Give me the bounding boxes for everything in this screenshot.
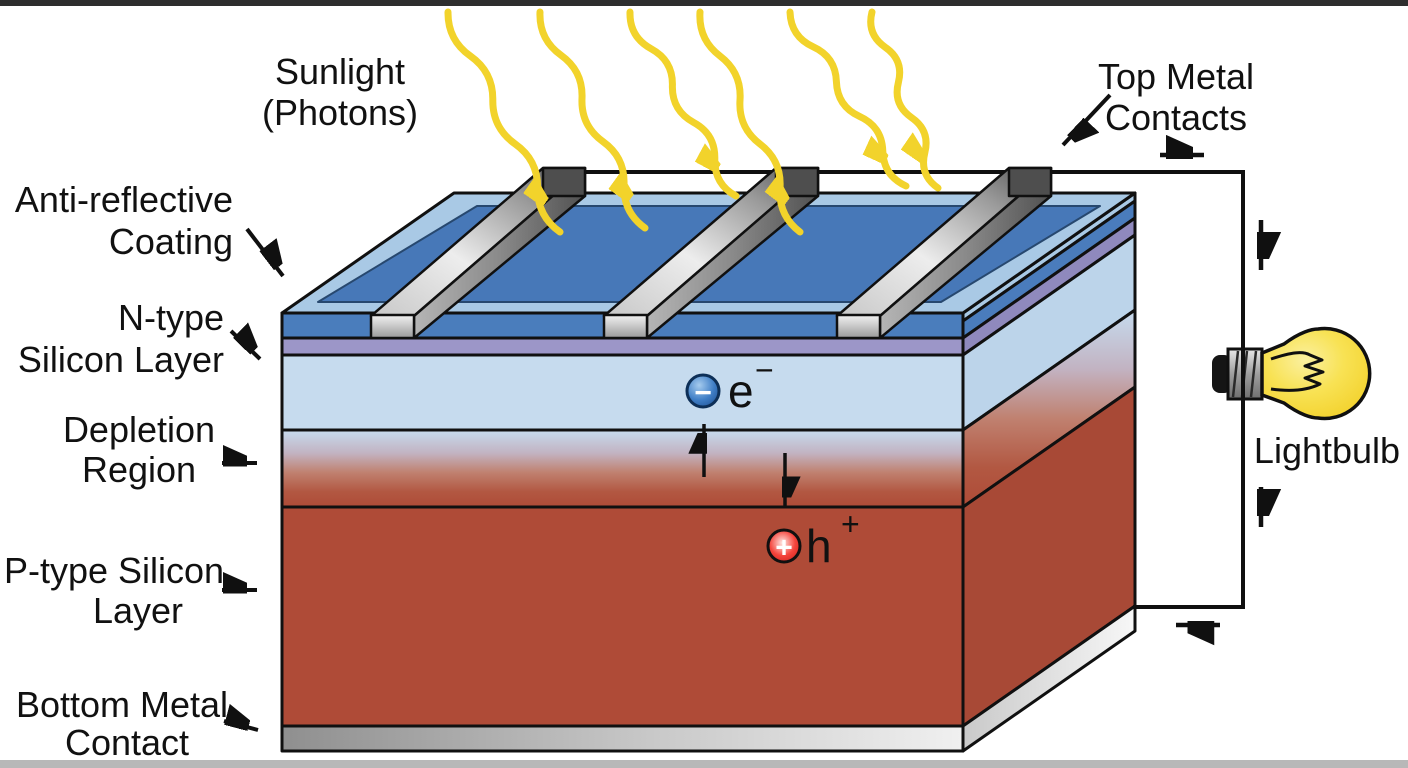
hole-charge-sign: + [841,506,860,542]
bar-back-face [1007,166,1053,198]
photon-ray-icon [786,8,910,190]
metal-contact-bar [835,166,1053,340]
p-type-label: P-type Silicon [4,550,224,591]
anti-reflective-arrow [245,227,283,278]
bottom-border-line [0,760,1408,768]
top-metal-arrow [1061,93,1112,145]
electron-minus-icon: − [694,377,712,410]
depletion-label: Depletion [63,409,215,450]
depletion-label-line2: Region [82,449,196,490]
n-type-label-line2: Silicon Layer [18,339,224,380]
metal-contact-bar [602,166,820,340]
cell-side-face [961,191,1137,753]
top-metal-label: Top Metal [1098,56,1254,97]
circuit-wire [560,170,1245,609]
photon-ray-icon [626,8,740,200]
hole-icon [766,528,802,564]
top-metal-contact-bars [369,166,1053,340]
hole-symbol: h [806,520,832,572]
bottom-metal-label: Bottom Metal [16,684,228,725]
current-flow-arrows [1160,155,1261,625]
electron-symbol: e [728,365,754,417]
bar-front-face [602,313,649,340]
bottom-metal-layer [280,724,965,753]
label-pointer-arrows [222,93,1112,732]
p-type-label-line2: Layer [93,590,183,631]
hole-plus-icon: + [775,532,793,565]
hole-group: + h + [766,453,860,572]
electron-group: − e − [685,352,774,477]
electron-icon [685,373,721,409]
diagram-labels: Sunlight (Photons) Anti-reflective Coati… [4,51,1400,763]
n-type-arrow [229,331,260,361]
bar-back-face [541,166,587,198]
photon-ray-icon [444,8,564,236]
lightbulb-label: Lightbulb [1254,430,1400,471]
photon-ray-icon [536,8,649,232]
p-type-layer [280,505,965,728]
bulb-filament [1270,351,1325,392]
cell-front-face [280,311,965,753]
electron-charge-sign: − [755,352,774,388]
bottom-metal-label-line2: Contact [65,722,189,763]
anti-reflective-label: Anti-reflective [15,179,233,220]
photon-ray-icon [696,8,804,236]
sunlight-label: Sunlight [275,51,405,92]
n-type-label: N-type [118,297,224,338]
photon-ray-icon [867,8,942,192]
depletion-layer [280,428,965,509]
coating-lavender-layer [280,336,965,357]
bar-front-face [369,313,416,340]
bar-front-face [835,313,882,340]
n-type-layer [280,353,965,432]
bottom-metal-arrow [223,721,259,732]
photon-rays [444,8,942,236]
anti-reflective-label-line2: Coating [109,221,233,262]
top-border-line [0,0,1408,6]
top-metal-label-line2: Contacts [1105,97,1247,138]
sunlight-label-line2: (Photons) [262,92,418,133]
